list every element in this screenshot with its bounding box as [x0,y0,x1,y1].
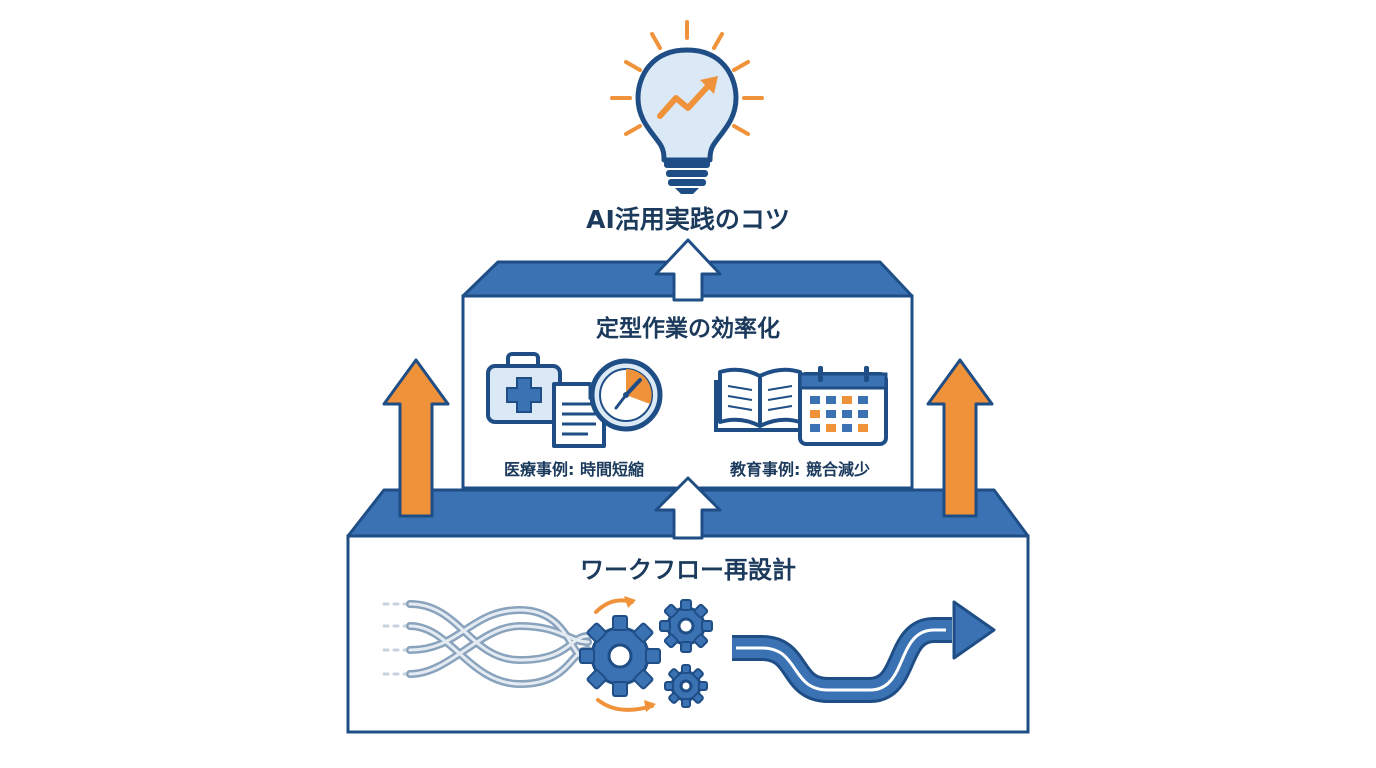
side-arrow-right [926,358,994,518]
flow-arrow-icon [732,600,996,703]
growth-arrow-icon [657,76,718,119]
clock-icon [589,358,663,432]
gears-icon [579,596,713,712]
bottom-layer-title: ワークフロー再設計 [580,556,796,584]
side-arrow-left [382,358,450,518]
diagram-title: AI活用実践のコツ [586,205,790,234]
calendar-icon [798,366,888,446]
lightbulb-icon [610,20,764,194]
gear-medium [659,599,713,653]
middle-layer-title: 定型作業の効率化 [596,315,780,342]
light-rays [610,20,764,136]
gear-large [579,615,661,697]
education-case-label: 教育事例: 競合減少 [730,460,870,479]
medical-case-label: 医療事例: 時間短縮 [504,460,644,479]
up-arrow-middle [654,476,722,540]
up-arrow-top [654,238,722,302]
medical-kit-icon [486,352,562,424]
open-book-icon [714,367,806,432]
gear-small [664,664,708,708]
tangled-lines-icon [382,600,592,689]
